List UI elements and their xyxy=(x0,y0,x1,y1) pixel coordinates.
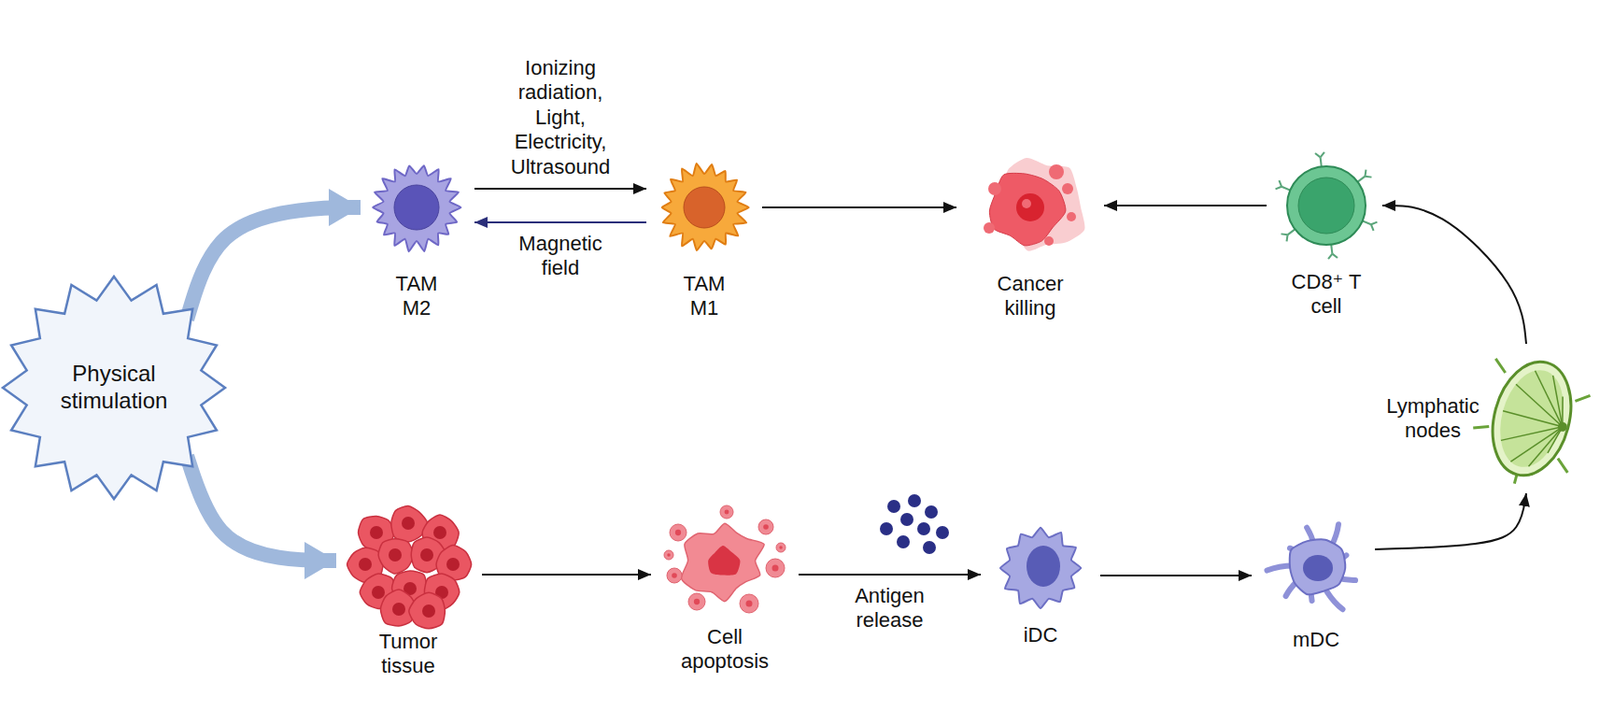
mature-dendritic-cell: mDC xyxy=(1264,521,1368,652)
node-label: iDC xyxy=(1023,623,1059,648)
flow-arrow xyxy=(1104,204,1267,207)
icon-area xyxy=(1264,521,1368,615)
label-block: Lymphatic nodes xyxy=(1376,394,1489,444)
icon-area xyxy=(993,525,1088,610)
node-label: Physical stimulation xyxy=(42,360,185,415)
node-label: Cell apoptosis xyxy=(673,624,777,675)
macrophage-m2-art xyxy=(372,165,461,252)
apoptotic-cell: Cell apoptosis xyxy=(664,509,786,675)
immature-dendritic-cell: iDC xyxy=(993,525,1088,648)
label-block: mDC xyxy=(1292,627,1340,652)
label-block: TAM M2 xyxy=(383,271,450,322)
label-block: Cancer killing xyxy=(978,271,1082,322)
lymph-node: Lymphatic nodes xyxy=(1376,353,1572,484)
node-label: TAM M2 xyxy=(383,271,450,322)
stimulus-arrow xyxy=(186,207,361,320)
dying-cancer-cell-art xyxy=(983,157,1085,252)
edge-label: Ionizing radiation, Light, Electricity, … xyxy=(495,56,626,180)
macrophage-m1: TAM M1 xyxy=(659,155,750,322)
t-cell-art xyxy=(1275,152,1378,259)
label-block: iDC xyxy=(1023,623,1059,648)
stimulus-star: Physical stimulation xyxy=(0,273,228,502)
icon-area xyxy=(1492,353,1572,484)
stimulus-arrow xyxy=(186,455,337,561)
flow-arrow xyxy=(1382,205,1527,344)
label-block: Tumor tissue xyxy=(366,629,451,680)
flow-arrow xyxy=(762,206,957,209)
node-label: CD8⁺ T cell xyxy=(1284,269,1369,320)
flow-arrow xyxy=(798,573,981,576)
flow-arrow xyxy=(474,187,647,190)
label-block: TAM M1 xyxy=(671,271,737,322)
immature-dendritic-cell-art xyxy=(1000,527,1081,609)
edge-label: Magnetic field xyxy=(509,231,612,282)
flow-arrow xyxy=(481,573,652,576)
icon-area xyxy=(969,155,1091,259)
mature-dendritic-cell-art xyxy=(1267,523,1357,609)
dying-cancer-cell: Cancer killing xyxy=(969,155,1091,322)
lymph-node-art xyxy=(1461,348,1596,496)
label-block: CD8⁺ T cell xyxy=(1284,269,1369,320)
flow-arrow xyxy=(1374,493,1527,550)
icon-area xyxy=(371,155,462,259)
icon-area xyxy=(347,504,469,617)
flow-arrow xyxy=(1100,574,1252,577)
edge-label: Antigen release xyxy=(843,583,937,634)
node-label: mDC xyxy=(1292,627,1340,652)
antigen-dots xyxy=(879,494,949,554)
node-label: Cancer killing xyxy=(978,271,1082,322)
macrophage-m1-art xyxy=(662,163,750,251)
flow-arrow xyxy=(474,221,647,224)
icon-area xyxy=(659,155,750,259)
tumor-tissue-art xyxy=(347,506,472,629)
t-cell: CD8⁺ T cell xyxy=(1279,154,1374,320)
tumor-tissue: Tumor tissue xyxy=(347,504,469,680)
icon-area xyxy=(1279,154,1374,257)
node-label: Tumor tissue xyxy=(366,629,451,680)
icon-area xyxy=(664,509,786,612)
node-label: Lymphatic nodes xyxy=(1376,394,1489,444)
apoptotic-cell-art xyxy=(664,505,786,613)
label-block: Cell apoptosis xyxy=(673,624,777,675)
macrophage-m2: TAM M2 xyxy=(371,155,462,322)
star-shape xyxy=(2,276,226,499)
node-label: TAM M1 xyxy=(671,271,737,322)
